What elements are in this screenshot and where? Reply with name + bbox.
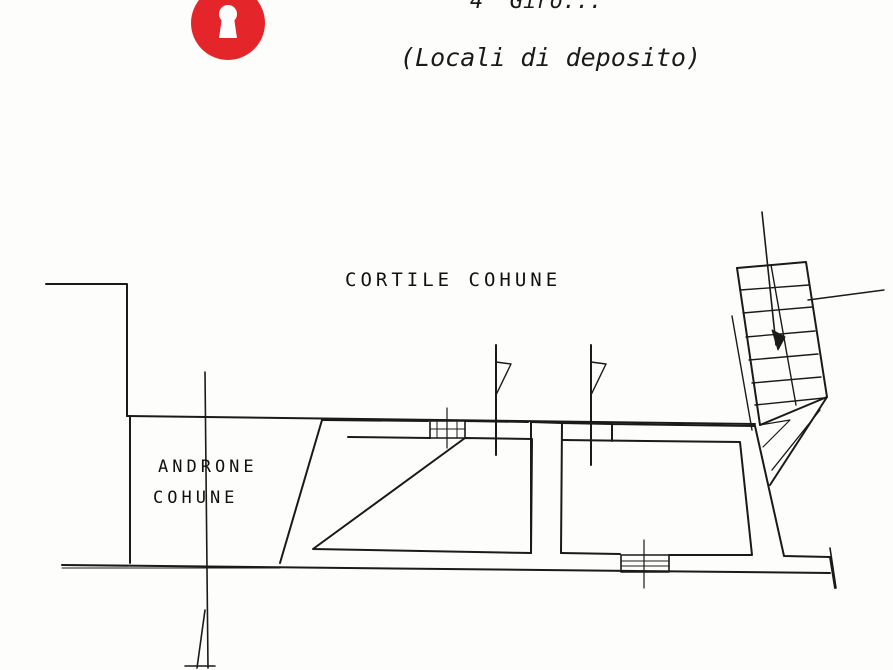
subtitle-text: (Locali di deposito) <box>400 43 701 72</box>
partition <box>530 421 563 554</box>
arrow2-head <box>590 361 607 396</box>
stair-arrow <box>771 329 786 351</box>
room1-outer-left <box>279 419 323 564</box>
stair-landing-2 <box>771 409 821 471</box>
right-edge-tick <box>829 547 837 589</box>
room2-outer-top <box>561 422 756 442</box>
top-wall-line <box>126 415 756 425</box>
passage-label-2: COHUNE <box>153 488 238 508</box>
stair-cut-line <box>761 211 777 346</box>
keyhole-icon <box>219 5 237 38</box>
axis-slant <box>196 609 206 669</box>
stair-divider <box>770 264 797 406</box>
keyhole-badge[interactable] <box>191 0 265 60</box>
room2-outer-right <box>754 425 836 589</box>
stair-extension <box>807 289 885 301</box>
stair-left <box>736 267 761 426</box>
courtyard-label: CORTILE COHUNE <box>345 269 561 291</box>
stair-landing-1 <box>769 396 828 486</box>
room2-inner <box>560 439 753 556</box>
bottom-baseline <box>61 564 831 574</box>
room2-door <box>620 554 670 573</box>
arrow1-head <box>495 361 512 396</box>
title-text: 4° Giro... <box>470 0 602 14</box>
axis-line <box>204 371 209 669</box>
partition-top <box>530 421 563 424</box>
passage-label-1: ANDRONE <box>158 457 258 477</box>
room2-door-steps <box>620 560 670 567</box>
room1-inner <box>312 436 533 554</box>
stair-landing-3 <box>759 419 791 448</box>
stair-wall <box>731 315 753 431</box>
left-wall <box>45 283 128 417</box>
